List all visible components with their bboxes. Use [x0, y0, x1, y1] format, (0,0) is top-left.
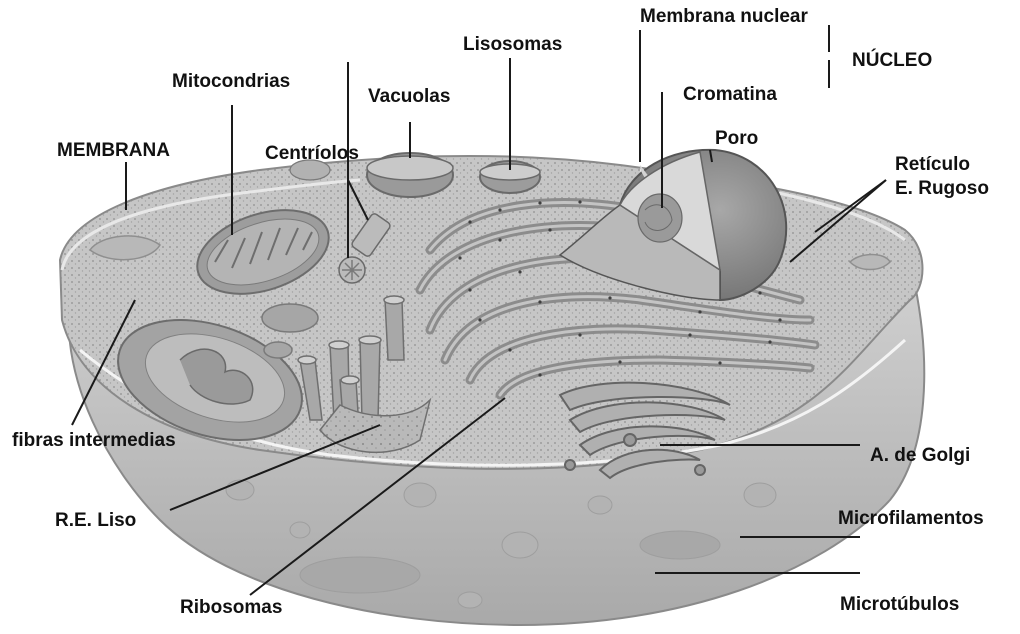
label-re-liso: R.E. Liso: [55, 510, 136, 532]
label-ribosomas: Ribosomas: [180, 597, 282, 619]
label-cromatina: Cromatina: [683, 84, 777, 106]
label-membrana-nuclear: Membrana nuclear: [640, 6, 808, 28]
label-golgi: A. de Golgi: [870, 445, 970, 467]
label-reticulo-rugoso: Retículo E. Rugoso: [895, 153, 989, 201]
label-poro: Poro: [715, 128, 758, 150]
label-mitocondrias: Mitocondrias: [172, 71, 290, 93]
label-fibras-intermedias: fibras intermedias: [12, 430, 176, 452]
label-lisosomas: Lisosomas: [463, 34, 562, 56]
label-reticulo-line2: E. Rugoso: [895, 177, 989, 201]
label-nucleo: NÚCLEO: [852, 50, 932, 72]
label-microfilamentos: Microfilamentos: [838, 508, 984, 530]
label-reticulo-line1: Retículo: [895, 153, 989, 177]
label-microtubulos: Microtúbulos: [840, 594, 959, 616]
label-membrana: MEMBRANA: [57, 140, 170, 162]
label-centriolos: Centríolos: [265, 143, 359, 165]
vacuole: [367, 153, 453, 197]
label-vacuolas: Vacuolas: [368, 86, 450, 108]
